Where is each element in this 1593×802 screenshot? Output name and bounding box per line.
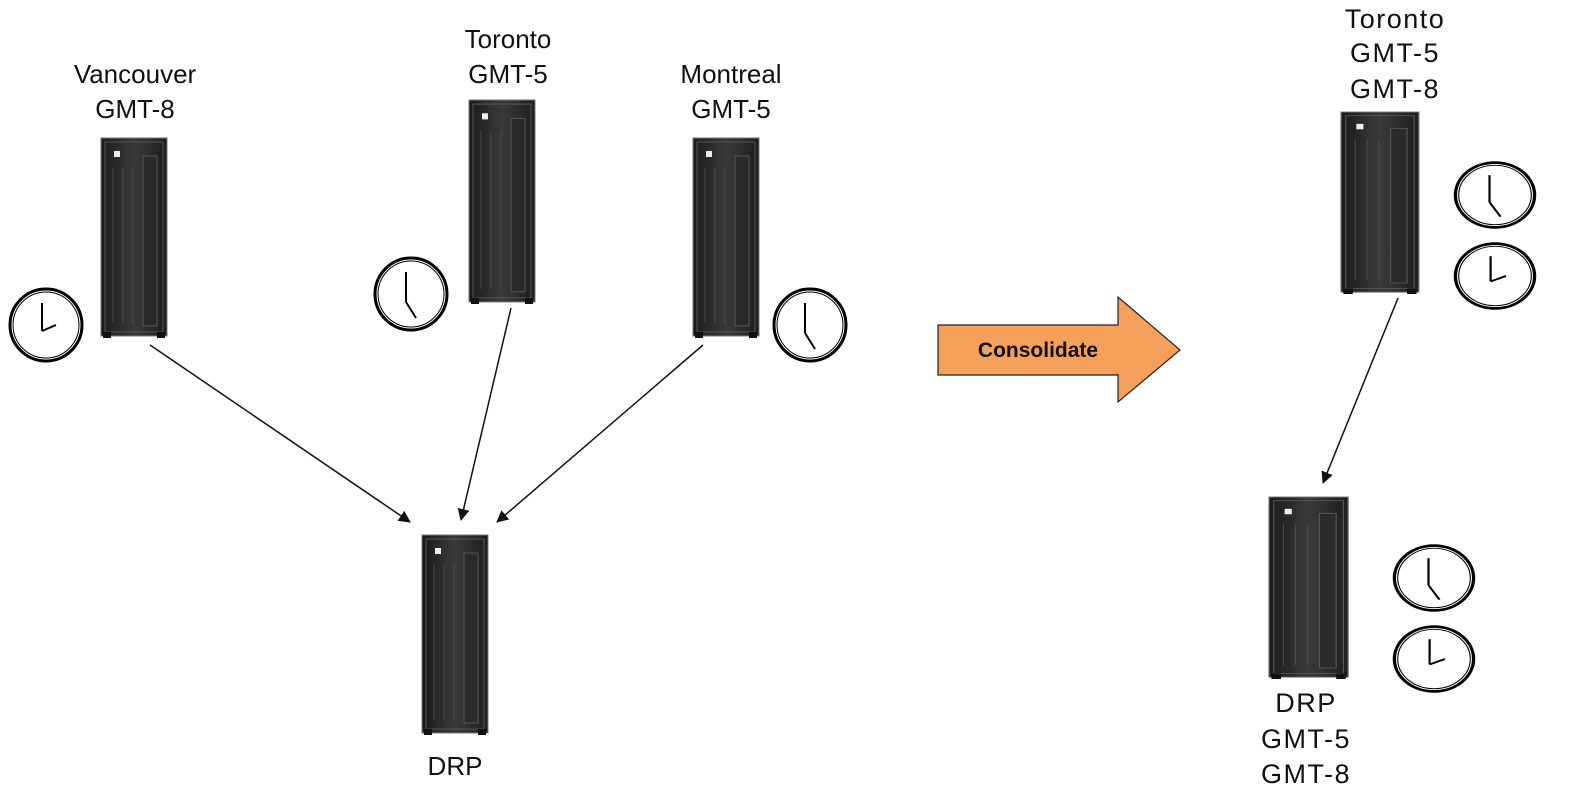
vancouver-city-label: Vancouver xyxy=(74,59,197,89)
right-drp-tz2-label: GMT-8 xyxy=(1261,759,1351,789)
toronto-clock-icon xyxy=(373,256,449,332)
consolidate-label: Consolidate xyxy=(978,339,1098,362)
right-drp-clock-gmt5-icon xyxy=(1392,543,1476,613)
vancouver-server-icon xyxy=(100,137,168,339)
right-toronto-tz1-label: GMT-5 xyxy=(1350,38,1440,68)
toronto-timezone-label: GMT-5 xyxy=(468,59,547,89)
right-toronto-clock-gmt8-icon xyxy=(1453,241,1537,311)
arrow-toronto-to-drp-consolidated xyxy=(1321,297,1399,484)
right-toronto-city-label: Toronto xyxy=(1345,4,1446,34)
arrow-montreal-to-drp xyxy=(496,344,704,523)
montreal-server-icon xyxy=(692,137,760,339)
vancouver-timezone-label: GMT-8 xyxy=(95,94,174,124)
right-toronto-server-icon xyxy=(1340,111,1420,295)
montreal-timezone-label: GMT-5 xyxy=(691,94,770,124)
arrow-vancouver-to-drp xyxy=(149,344,411,523)
drp-server-icon xyxy=(421,534,489,736)
toronto-city-label: Toronto xyxy=(465,24,552,54)
drp-label: DRP xyxy=(428,751,483,781)
toronto-server-icon xyxy=(468,99,536,305)
vancouver-clock-icon xyxy=(8,287,84,363)
right-drp-label: DRP xyxy=(1275,688,1337,718)
arrow-toronto-to-drp xyxy=(457,307,512,521)
consolidate-arrow-shape xyxy=(937,295,1181,404)
right-drp-tz1-label: GMT-5 xyxy=(1261,724,1351,754)
right-toronto-clock-gmt5-icon xyxy=(1453,160,1537,230)
right-toronto-tz2-label: GMT-8 xyxy=(1350,74,1440,104)
montreal-clock-icon xyxy=(772,287,848,363)
right-drp-clock-gmt8-icon xyxy=(1392,624,1476,694)
right-drp-server-icon xyxy=(1268,496,1349,680)
montreal-city-label: Montreal xyxy=(680,59,781,89)
